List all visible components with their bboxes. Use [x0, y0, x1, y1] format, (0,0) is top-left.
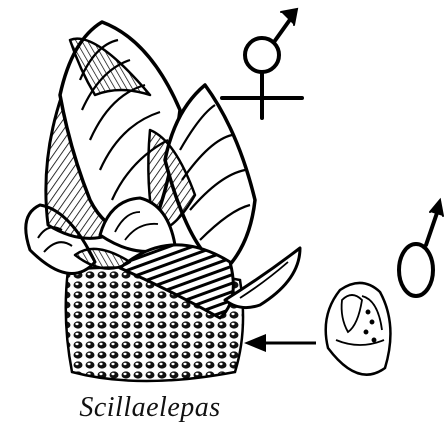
species-caption: Scillaelepas: [0, 392, 300, 424]
male-and-female-symbol-icon: [222, 9, 302, 118]
attachment-arrow: [244, 334, 316, 352]
dwarf-male-illustration: [326, 283, 391, 375]
capitulum: [26, 22, 300, 318]
male-symbol-icon: [399, 200, 443, 296]
